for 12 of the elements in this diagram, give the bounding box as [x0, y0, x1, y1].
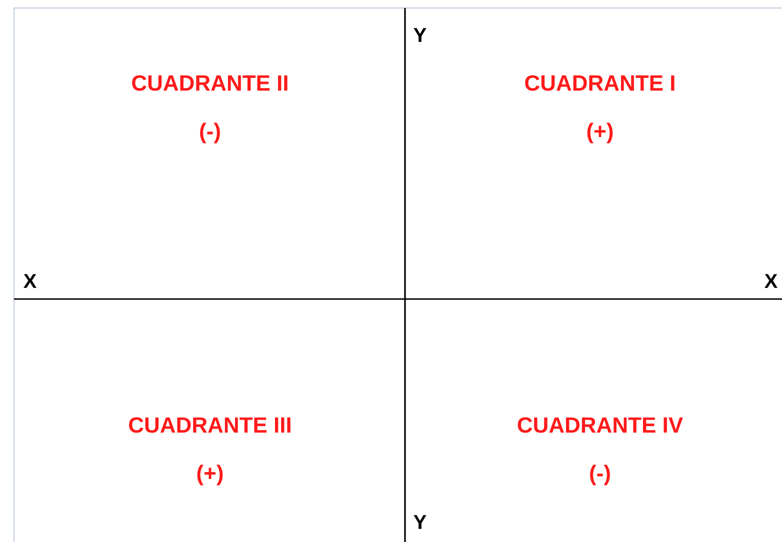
sign-label: (+): [197, 464, 223, 486]
axis-label: Y: [414, 515, 426, 529]
quadrant-label: CUADRANTE III: [129, 417, 290, 433]
axis-label: Y: [414, 28, 426, 42]
sign-label: (+): [587, 122, 613, 144]
axis-label: X: [764, 274, 778, 288]
quadrant-label: CUADRANTE IV: [518, 417, 683, 433]
sign-label: (-): [590, 464, 610, 486]
sign-label: (-): [200, 122, 220, 144]
quadrant-label: CUADRANTE II: [132, 75, 288, 91]
axis-label: X: [24, 274, 36, 288]
quadrant-label: CUADRANTE I: [525, 75, 674, 91]
